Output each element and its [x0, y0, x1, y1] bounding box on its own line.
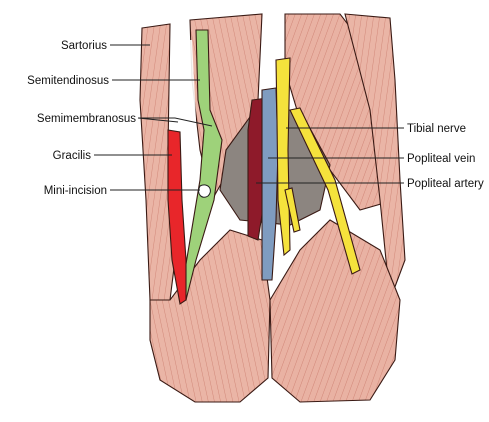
mini-incision-mark [198, 184, 211, 198]
label-tibial-nerve: Tibial nerve [407, 123, 466, 135]
label-gracilis: Gracilis [53, 150, 92, 162]
gracilis-tendon [167, 129, 187, 305]
popliteal-vein-vessel [261, 87, 279, 281]
label-sartorius: Sartorius [61, 40, 107, 52]
label-mini-incision: Mini-incision [44, 185, 107, 197]
label-popliteal-vein: Popliteal vein [407, 153, 475, 165]
connective-tissue-highlight [172, 40, 196, 126]
leader-semimembranosus-b [137, 117, 179, 123]
gastrocnemius [149, 219, 401, 403]
tibial-nerve-structure [275, 57, 361, 275]
leader-semimembranosus [138, 117, 213, 127]
label-semitendinosus: Semitendinosus [27, 75, 109, 87]
label-popliteal-artery: Popliteal artery [407, 178, 484, 190]
label-semimembranosus: Semimembranosus [37, 113, 136, 125]
leader-lines [94, 44, 404, 191]
